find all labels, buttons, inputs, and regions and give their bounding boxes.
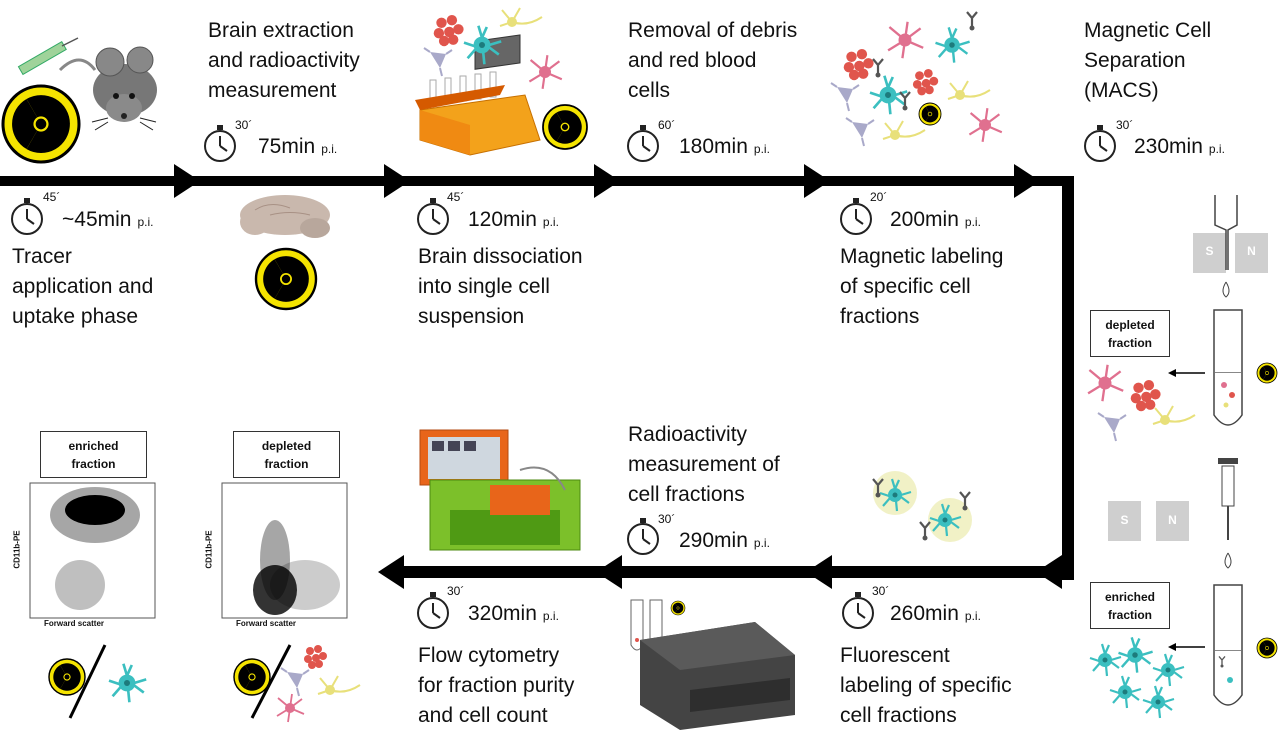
magnet-s: S [1120, 513, 1129, 527]
radiation-icon [233, 658, 270, 695]
clock-icon [417, 591, 449, 629]
tube-icon [1213, 309, 1243, 706]
arrowhead [596, 555, 622, 589]
clock-icon [204, 124, 236, 162]
clock-label: 30´ [1116, 118, 1134, 132]
radiation-icon [542, 104, 587, 149]
arrowhead [1036, 555, 1062, 589]
clock-label: 20´ [870, 190, 888, 204]
plot-ylabel: CD11b-PE [12, 530, 22, 569]
gamma-counter-icon [419, 429, 581, 551]
radiation-icon [671, 601, 685, 615]
arrowhead [594, 164, 620, 198]
enriched-fraction-box: enriched fraction [1090, 582, 1170, 629]
plot-xlabel: Forward scatter [236, 619, 297, 628]
syringe-icon [17, 37, 79, 76]
arrowhead [378, 555, 404, 589]
radiation-icon [48, 658, 85, 695]
arrowhead [804, 164, 830, 198]
clock-icon [417, 197, 449, 235]
clock-label: 45´ [43, 190, 61, 204]
enriched-plot-label: enriched fraction [40, 431, 147, 478]
mouse-icon [58, 46, 157, 131]
radiation-icon [1257, 363, 1277, 383]
plot-xlabel: Forward scatter [44, 619, 105, 628]
dissociator-icon [415, 34, 541, 156]
radiation-icon [1257, 638, 1277, 658]
clock-icon [842, 591, 874, 629]
clock-label: 30´ [447, 584, 465, 598]
clock-icon [627, 517, 659, 555]
arrowhead [174, 164, 200, 198]
clock-icon [11, 197, 43, 235]
microglia-icon [107, 662, 148, 704]
depleted-fraction-box: depleted fraction [1090, 310, 1170, 357]
clock-icon [840, 197, 872, 235]
cells-icon [871, 471, 972, 542]
clock-label: 60´ [658, 118, 676, 132]
brain-icon [240, 195, 330, 238]
plot-ylabel: CD11b-PE [204, 530, 214, 569]
cells-icon [1086, 363, 1196, 720]
scatter-plot-enriched [29, 482, 156, 619]
flow-cytometer-icon [640, 622, 795, 730]
clock-label: 30´ [235, 118, 253, 132]
radiation-icon [255, 248, 316, 309]
arrowhead [384, 164, 410, 198]
magnet-n: N [1168, 513, 1177, 527]
radiation-icon [1, 85, 79, 162]
arrowhead [806, 555, 832, 589]
clock-label: 30´ [658, 512, 676, 526]
depleted-plot-label: depleted fraction [233, 431, 340, 478]
clock-icon [1084, 124, 1116, 162]
clock-label: 30´ [872, 584, 890, 598]
arrowhead [1014, 164, 1040, 198]
column-icon [1214, 195, 1238, 569]
clock-label: 45´ [447, 190, 465, 204]
cells-icon [830, 10, 1003, 147]
scatter-plot-depleted [221, 482, 348, 619]
magnet-s: S [1205, 244, 1214, 258]
cells-icon [276, 645, 361, 723]
magnet-n: N [1247, 244, 1256, 258]
radiation-icon [919, 103, 941, 125]
clock-icon [627, 124, 659, 162]
magnet-icon [1108, 233, 1268, 541]
